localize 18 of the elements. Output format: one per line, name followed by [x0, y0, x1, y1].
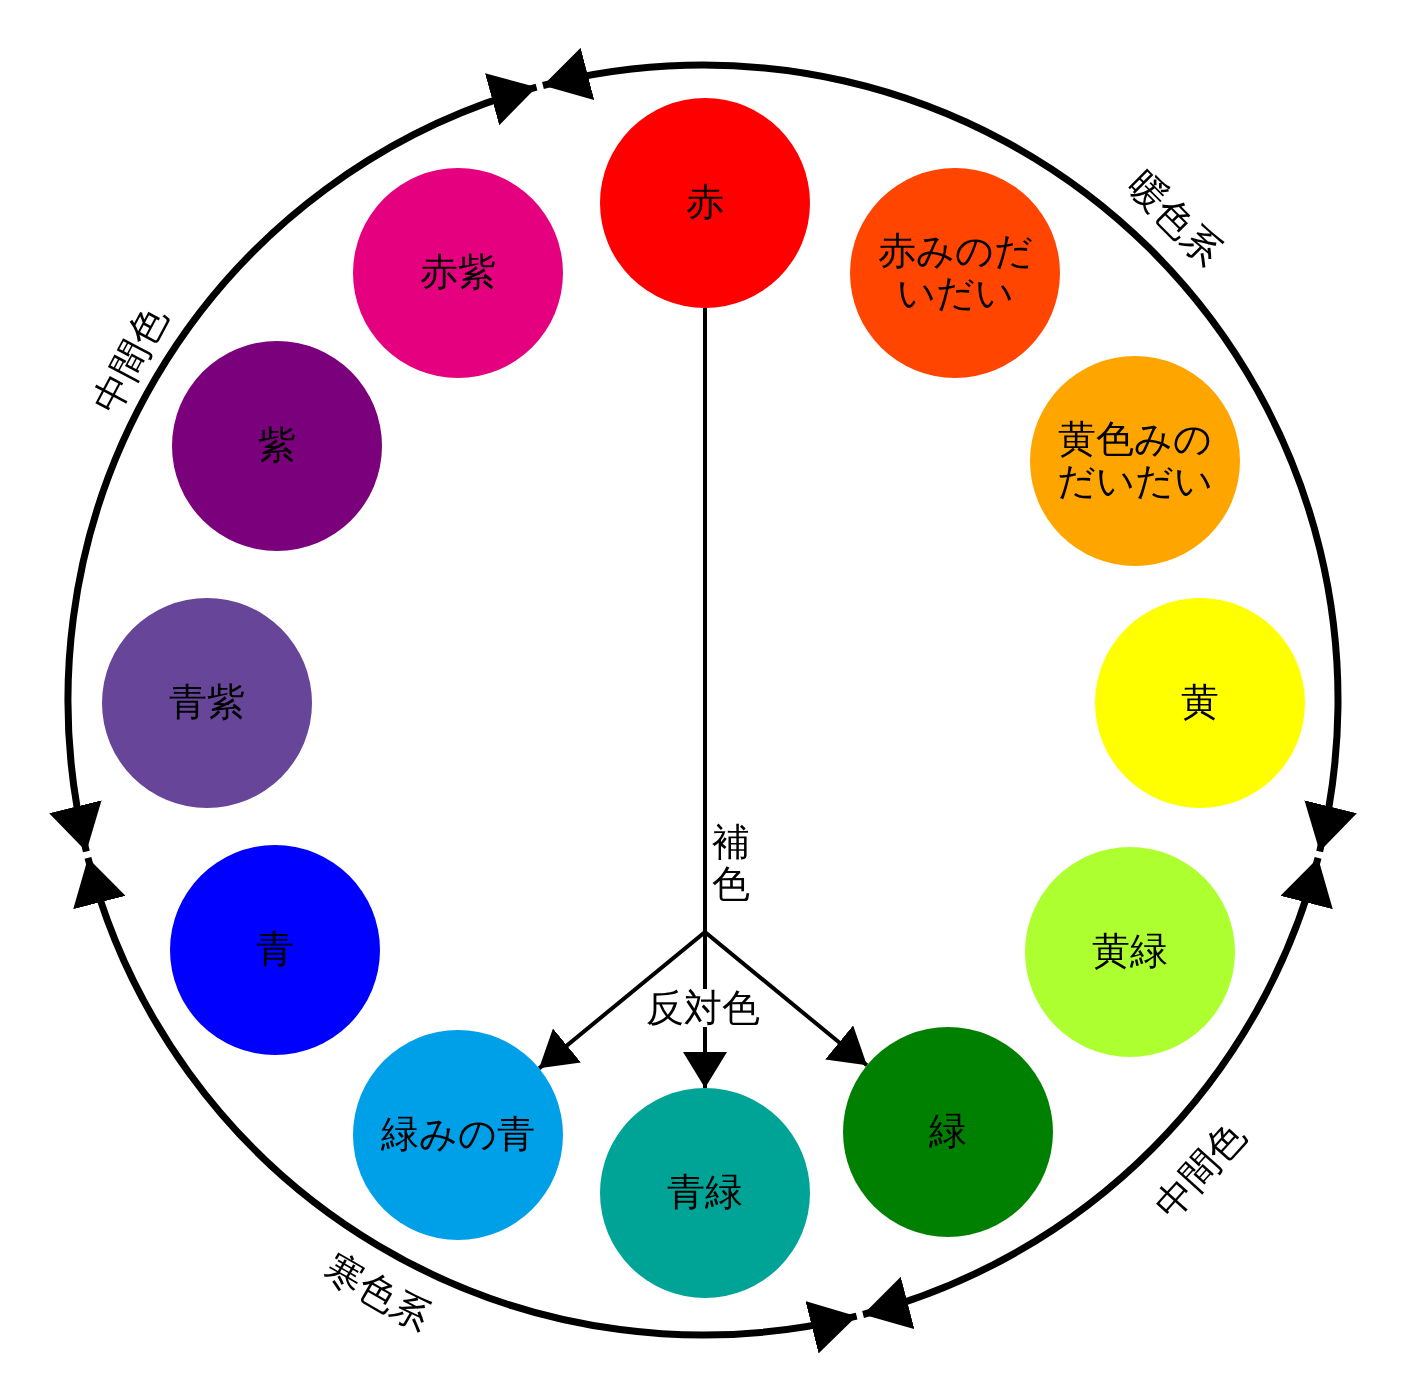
region-label: 中間色: [86, 300, 174, 420]
color-name: 黄: [1181, 682, 1219, 724]
color-name: 青緑: [667, 1172, 743, 1214]
region-label: 中間色: [1147, 1114, 1253, 1226]
color-name: 青紫: [169, 682, 245, 724]
color-name: 緑: [929, 1111, 967, 1153]
color-name: 緑みの青: [381, 1114, 535, 1156]
color-name: 赤みのだいだい: [876, 231, 1034, 315]
edge-label: 補色: [712, 822, 750, 906]
color-name: 青: [256, 929, 294, 971]
color-name: 黄緑: [1092, 931, 1168, 973]
color-name: 黄色みのだいだい: [1056, 419, 1214, 503]
region-label: 寒色系: [319, 1247, 437, 1337]
color-name: 赤: [686, 182, 724, 224]
color-name: 赤紫: [420, 252, 496, 294]
region-label: 暖色系: [1121, 164, 1229, 272]
center-label: 反対色: [644, 989, 762, 1027]
color-name: 紫: [258, 425, 296, 467]
